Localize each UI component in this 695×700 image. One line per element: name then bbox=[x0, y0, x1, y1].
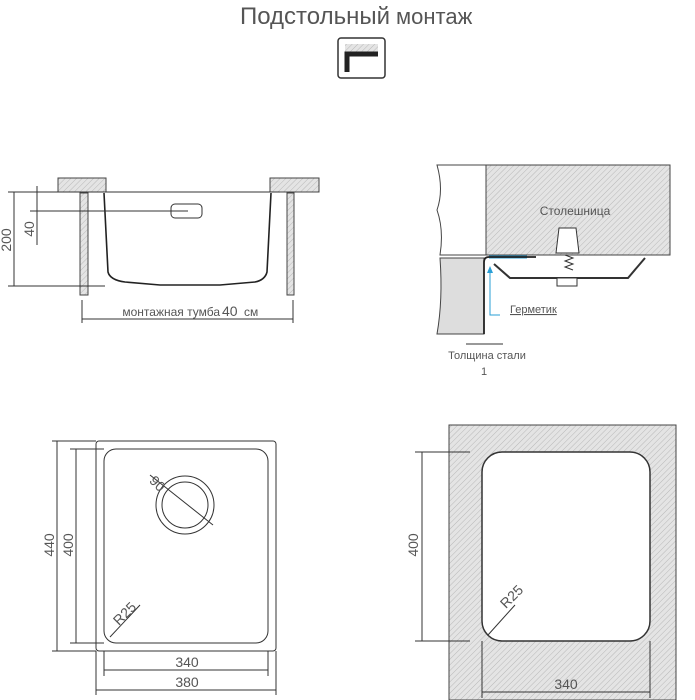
height-label: 200 bbox=[0, 228, 14, 252]
title-main: Подстольный bbox=[240, 3, 390, 30]
side-view: 200 40 монтажная тумба 40 см bbox=[0, 177, 320, 323]
outer-height-label: 440 bbox=[41, 533, 57, 557]
undermount-icon bbox=[337, 37, 386, 79]
inner-height-label: 400 bbox=[60, 533, 76, 557]
corner-radius-label: R25 bbox=[110, 599, 140, 629]
sealant-label: Герметик bbox=[510, 304, 557, 316]
cabinet-size: 40 bbox=[222, 303, 238, 319]
title-sub: монтаж bbox=[396, 4, 473, 29]
top-view: 440 400 90 R25 340 380 bbox=[41, 440, 277, 695]
drain-height-label: 40 bbox=[21, 221, 37, 237]
cutout-view: 400 R25 340 bbox=[405, 424, 677, 700]
steel-thickness-value: 1 bbox=[481, 366, 487, 378]
outer-width-label: 380 bbox=[175, 674, 199, 690]
countertop-label: Столешница bbox=[540, 204, 611, 218]
inner-width-label: 340 bbox=[175, 654, 199, 670]
cabinet-unit: см bbox=[244, 305, 258, 319]
detail-view: Столешница Герметик Толщина стали 1 bbox=[436, 164, 671, 378]
drain-diameter-label: 90 bbox=[146, 472, 168, 494]
cutout-height-label: 400 bbox=[405, 533, 421, 557]
cutout-width-label: 340 bbox=[554, 676, 578, 692]
cabinet-label: монтажная тумба bbox=[122, 305, 220, 319]
steel-thickness-label: Толщина стали bbox=[448, 350, 526, 362]
